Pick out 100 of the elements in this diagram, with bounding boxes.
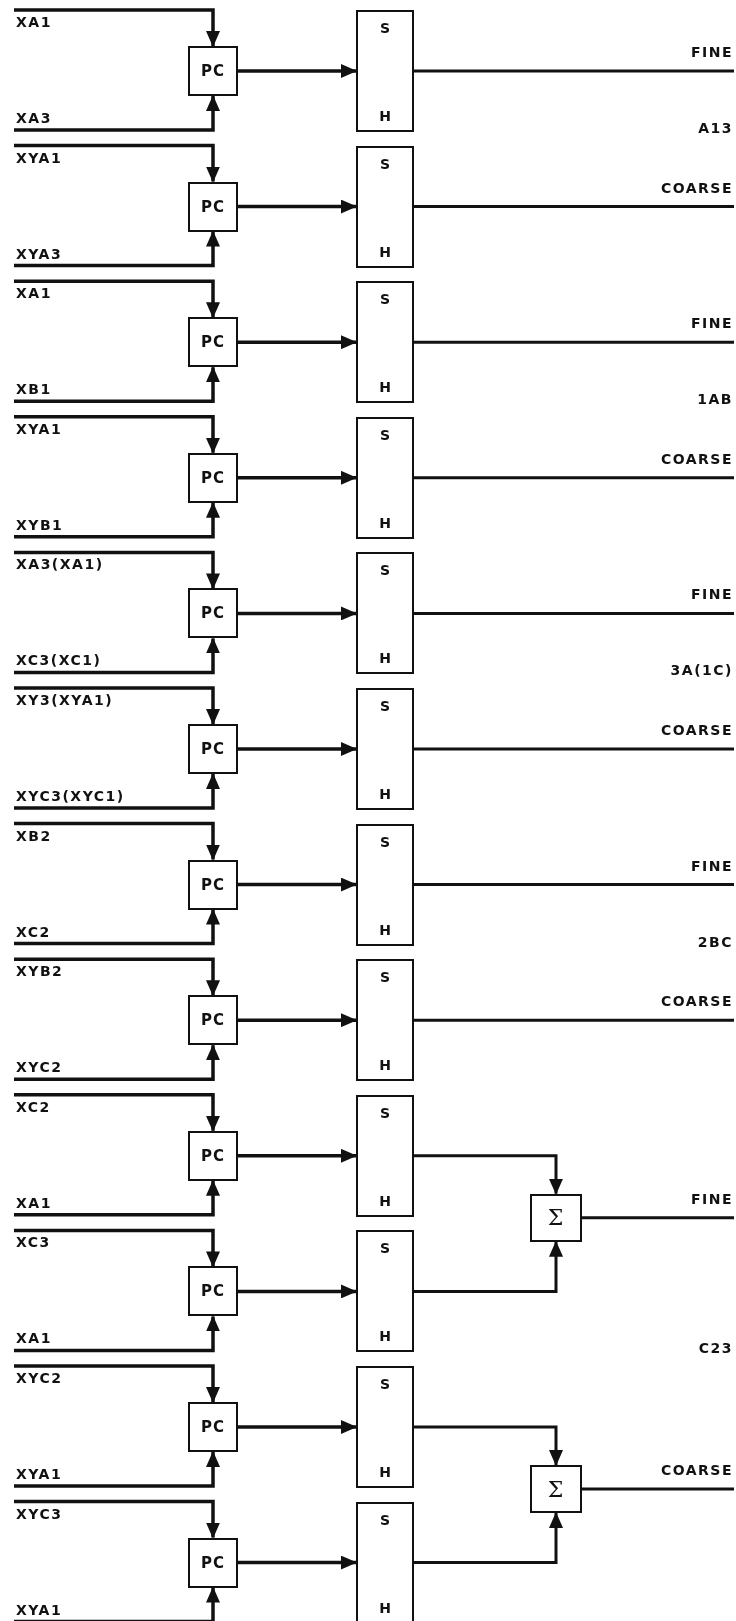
- signal-label: XB2: [14, 822, 52, 845]
- signal-line: [14, 1499, 220, 1539]
- output-label: FINE: [690, 314, 733, 333]
- signal-label: XA1: [14, 1193, 52, 1216]
- output-label: 1AB: [697, 390, 733, 409]
- output-label: 2BC: [697, 932, 733, 951]
- sample-hold-box: [356, 1366, 414, 1488]
- box-label: H: [379, 1328, 391, 1345]
- sample-hold-box: [356, 823, 414, 946]
- sample-hold-box: [356, 281, 414, 404]
- signal-line: [238, 199, 357, 214]
- signal-line: [14, 1228, 220, 1268]
- signal-line: [414, 1240, 563, 1293]
- box-label: S: [379, 562, 391, 579]
- box-label: H: [379, 1057, 391, 1074]
- phase-comparator-box: PC: [188, 317, 238, 368]
- phase-comparator-box: PC: [188, 859, 238, 910]
- signal-line: [238, 877, 357, 892]
- signal-label: XYC3(XYC1): [14, 787, 125, 809]
- signal-line: [14, 143, 220, 183]
- phase-comparator-box: PC: [188, 724, 238, 774]
- signal-line: [414, 476, 734, 480]
- signal-line: [14, 415, 220, 454]
- signal-label: XA1: [14, 1329, 52, 1352]
- sample-hold-box: [356, 1230, 414, 1353]
- output-label: COARSE: [660, 992, 733, 1011]
- sample-hold-box: [356, 1501, 414, 1621]
- box-label: S: [379, 1376, 391, 1392]
- signal-line: [14, 637, 220, 675]
- output-label: COARSE: [660, 449, 733, 468]
- signal-line: [414, 747, 734, 751]
- signal-line: [14, 773, 220, 810]
- signal-line: [238, 1284, 357, 1299]
- box-label: S: [379, 969, 391, 986]
- sample-hold-box: [356, 1094, 414, 1217]
- output-label: COARSE: [660, 178, 733, 197]
- phase-comparator-box: PC: [188, 181, 238, 232]
- summing-box: Σ: [530, 1193, 582, 1242]
- output-label: FINE: [690, 856, 733, 875]
- signal-line: [14, 279, 220, 319]
- signal-label: XYC3: [14, 1500, 63, 1523]
- box-label: S: [379, 291, 391, 308]
- box-label: H: [379, 650, 391, 667]
- sample-hold-box: [356, 416, 414, 539]
- output-label: COARSE: [660, 1461, 733, 1479]
- signal-label: XA1: [14, 9, 52, 31]
- signal-line: [14, 230, 220, 268]
- box-label: S: [379, 426, 391, 443]
- box-label: S: [379, 1240, 391, 1257]
- signal-line: [14, 821, 220, 861]
- phase-comparator-box: PC: [188, 1130, 238, 1181]
- box-label: H: [379, 1192, 391, 1209]
- signal-line: [238, 606, 357, 621]
- box-label: S: [379, 155, 391, 172]
- signal-label: XC2: [14, 1093, 51, 1116]
- signal-label: XYB1: [14, 515, 64, 538]
- signal-line: [414, 1018, 734, 1022]
- signal-line: [14, 366, 220, 403]
- output-label: FINE: [690, 1189, 733, 1208]
- signal-label: XYA1: [14, 415, 63, 438]
- signal-label: XYA1: [14, 1465, 63, 1487]
- output-label: COARSE: [660, 721, 733, 739]
- box-label: H: [379, 108, 391, 124]
- signal-line: [14, 1364, 220, 1403]
- output-label: C23: [698, 1339, 733, 1358]
- box-label: S: [379, 833, 391, 850]
- signal-line: [238, 335, 357, 350]
- box-label: H: [379, 921, 391, 938]
- sample-hold-box: [356, 10, 414, 132]
- signal-label: XB1: [14, 380, 52, 403]
- box-label: S: [379, 1511, 391, 1528]
- signal-line: [414, 611, 734, 615]
- signal-line: [414, 340, 734, 344]
- sample-hold-box: [356, 688, 414, 810]
- signal-line: [238, 742, 357, 756]
- signal-line: [414, 205, 734, 209]
- box-label: S: [379, 1104, 391, 1121]
- signal-line: [14, 1093, 220, 1132]
- signal-label: XC3(XC1): [14, 651, 102, 674]
- signal-line: [238, 1148, 357, 1163]
- box-label: H: [379, 1464, 391, 1480]
- box-label: H: [379, 786, 391, 802]
- box-label: H: [379, 514, 391, 531]
- signal-line: [14, 1451, 220, 1488]
- signal-line: [414, 1512, 563, 1565]
- signal-label: XYB2: [14, 958, 64, 981]
- signal-line: [14, 1586, 220, 1621]
- signal-label: XA1: [14, 280, 52, 303]
- box-label: S: [379, 698, 391, 714]
- sample-hold-box: [356, 959, 414, 1082]
- output-label: A13: [698, 119, 733, 137]
- signal-label: XY3(XYA1): [14, 687, 114, 709]
- signal-line: [238, 1420, 357, 1434]
- signal-line: [238, 1013, 357, 1028]
- phase-comparator-box: PC: [188, 452, 238, 503]
- box-label: S: [379, 20, 391, 36]
- summing-box: Σ: [530, 1465, 582, 1513]
- box-label: H: [379, 1599, 391, 1616]
- signal-line: [14, 1179, 220, 1217]
- signal-label: XC2: [14, 922, 51, 945]
